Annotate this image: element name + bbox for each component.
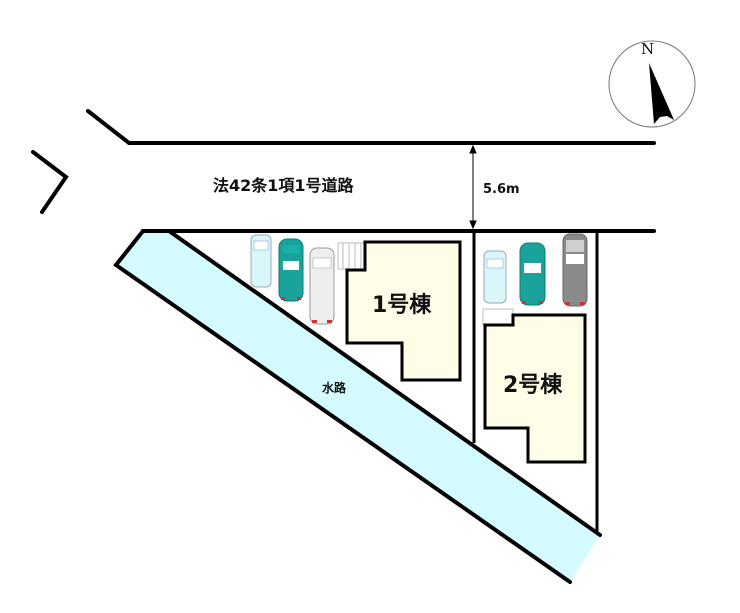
building-1[interactable] — [345, 240, 462, 382]
car-icon — [483, 250, 507, 304]
parking-lot-2 — [483, 233, 588, 307]
parking-lot-1 — [250, 234, 335, 325]
road-label: 法42条1項1号道路 — [213, 176, 355, 195]
porch-steps-1 — [337, 242, 367, 270]
car-icon — [278, 238, 304, 302]
road-width-dimension — [469, 144, 477, 230]
road-width-label: 5.6m — [483, 182, 520, 197]
road — [31, 109, 656, 233]
compass: N — [608, 40, 696, 128]
car-icon — [519, 242, 546, 306]
compass-north-label: N — [641, 40, 654, 58]
building-2-label: 2号棟 — [503, 372, 563, 398]
lot-boundaries — [472, 231, 599, 531]
north-arrow-icon — [649, 63, 674, 124]
car-icon — [309, 247, 335, 325]
car-icon — [562, 233, 588, 307]
waterway — [116, 231, 600, 582]
building-1-label: 1号棟 — [372, 292, 432, 318]
waterway-label: 水路 — [322, 380, 347, 395]
porch-2 — [482, 308, 514, 326]
building-2[interactable] — [483, 313, 587, 464]
car-icon — [250, 234, 272, 288]
